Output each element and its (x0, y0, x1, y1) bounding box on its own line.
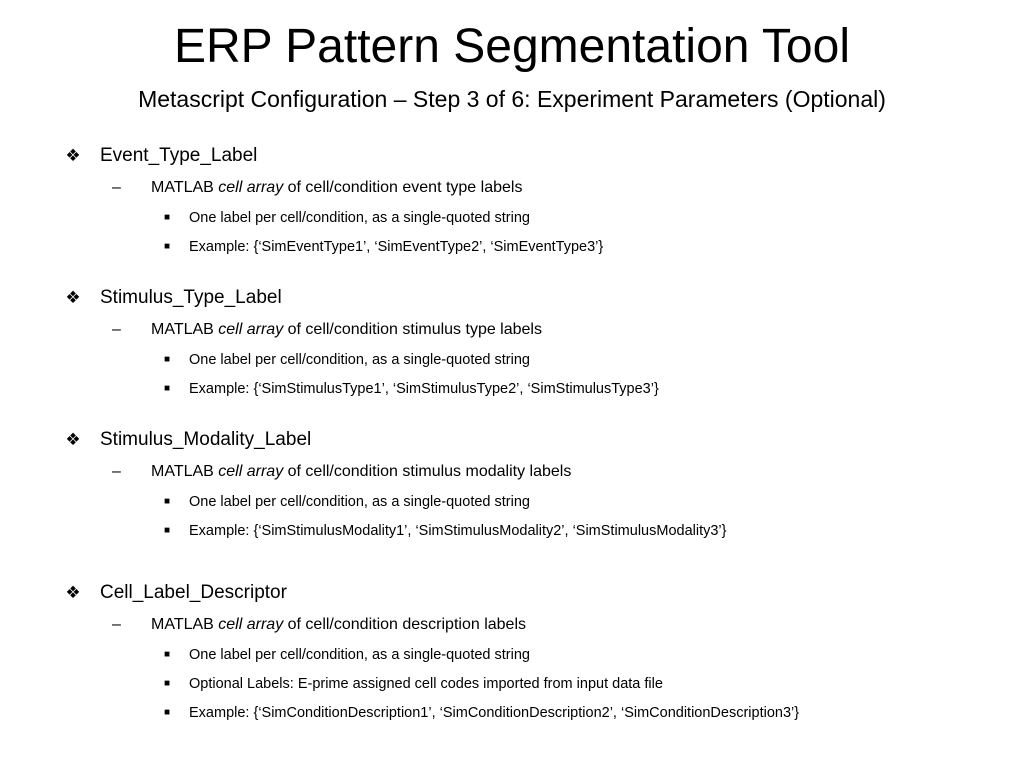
dash-bullet-icon: – (112, 179, 121, 196)
emphasis-text: cell array (218, 616, 284, 633)
detail-bullet: ■Optional Labels: E-prime assigned cell … (164, 676, 663, 692)
square-bullet-icon: ■ (164, 678, 171, 689)
diamond-bullet-icon: ❖ (65, 288, 81, 307)
detail-bullet: ■Example: {‘SimEventType1’, ‘SimEventTyp… (164, 239, 604, 255)
square-bullet-icon: ■ (164, 354, 171, 365)
section-description: –MATLAB cell array of cell/condition eve… (112, 179, 523, 196)
square-bullet-icon: ■ (164, 525, 171, 536)
detail-bullet: ■Example: {‘SimConditionDescription1’, ‘… (164, 705, 800, 721)
section-heading: ❖ Stimulus_Modality_Label (64, 428, 311, 452)
section-heading: ❖ Cell_Label_Descriptor (64, 581, 287, 605)
square-bullet-icon: ■ (164, 707, 171, 718)
section-label: Cell_Label_Descriptor (100, 582, 287, 603)
section-description: –MATLAB cell array of cell/condition des… (112, 616, 526, 633)
section-label: Stimulus_Modality_Label (100, 429, 312, 450)
section-description: –MATLAB cell array of cell/condition sti… (112, 463, 572, 480)
detail-bullet: ■Example: {‘SimStimulusType1’, ‘SimStimu… (164, 381, 659, 397)
dash-bullet-icon: – (112, 616, 121, 633)
dash-bullet-icon: – (112, 463, 121, 480)
detail-bullet: ■One label per cell/condition, as a sing… (164, 494, 530, 510)
emphasis-text: cell array (218, 321, 284, 338)
detail-bullet: ■Example: {‘SimStimulusModality1’, ‘SimS… (164, 523, 727, 539)
section-description: –MATLAB cell array of cell/condition sti… (112, 321, 542, 338)
section-heading: ❖ Event_Type_Label (64, 144, 257, 168)
diamond-bullet-icon: ❖ (65, 146, 81, 165)
emphasis-text: cell array (218, 179, 284, 196)
slide-title: ERP Pattern Segmentation Tool (174, 20, 850, 73)
diamond-bullet-icon: ❖ (65, 583, 81, 602)
square-bullet-icon: ■ (164, 649, 171, 660)
diamond-bullet-icon: ❖ (65, 430, 81, 449)
square-bullet-icon: ■ (164, 383, 171, 394)
detail-bullet: ■One label per cell/condition, as a sing… (164, 210, 530, 226)
emphasis-text: cell array (218, 463, 284, 480)
section-label: Event_Type_Label (100, 145, 258, 166)
detail-bullet: ■One label per cell/condition, as a sing… (164, 647, 530, 663)
square-bullet-icon: ■ (164, 241, 171, 252)
section-label: Stimulus_Type_Label (100, 287, 282, 308)
square-bullet-icon: ■ (164, 496, 171, 507)
square-bullet-icon: ■ (164, 212, 171, 223)
slide-subtitle: Metascript Configuration – Step 3 of 6: … (138, 86, 886, 112)
dash-bullet-icon: – (112, 321, 121, 338)
section-heading: ❖ Stimulus_Type_Label (64, 286, 282, 310)
detail-bullet: ■One label per cell/condition, as a sing… (164, 352, 530, 368)
